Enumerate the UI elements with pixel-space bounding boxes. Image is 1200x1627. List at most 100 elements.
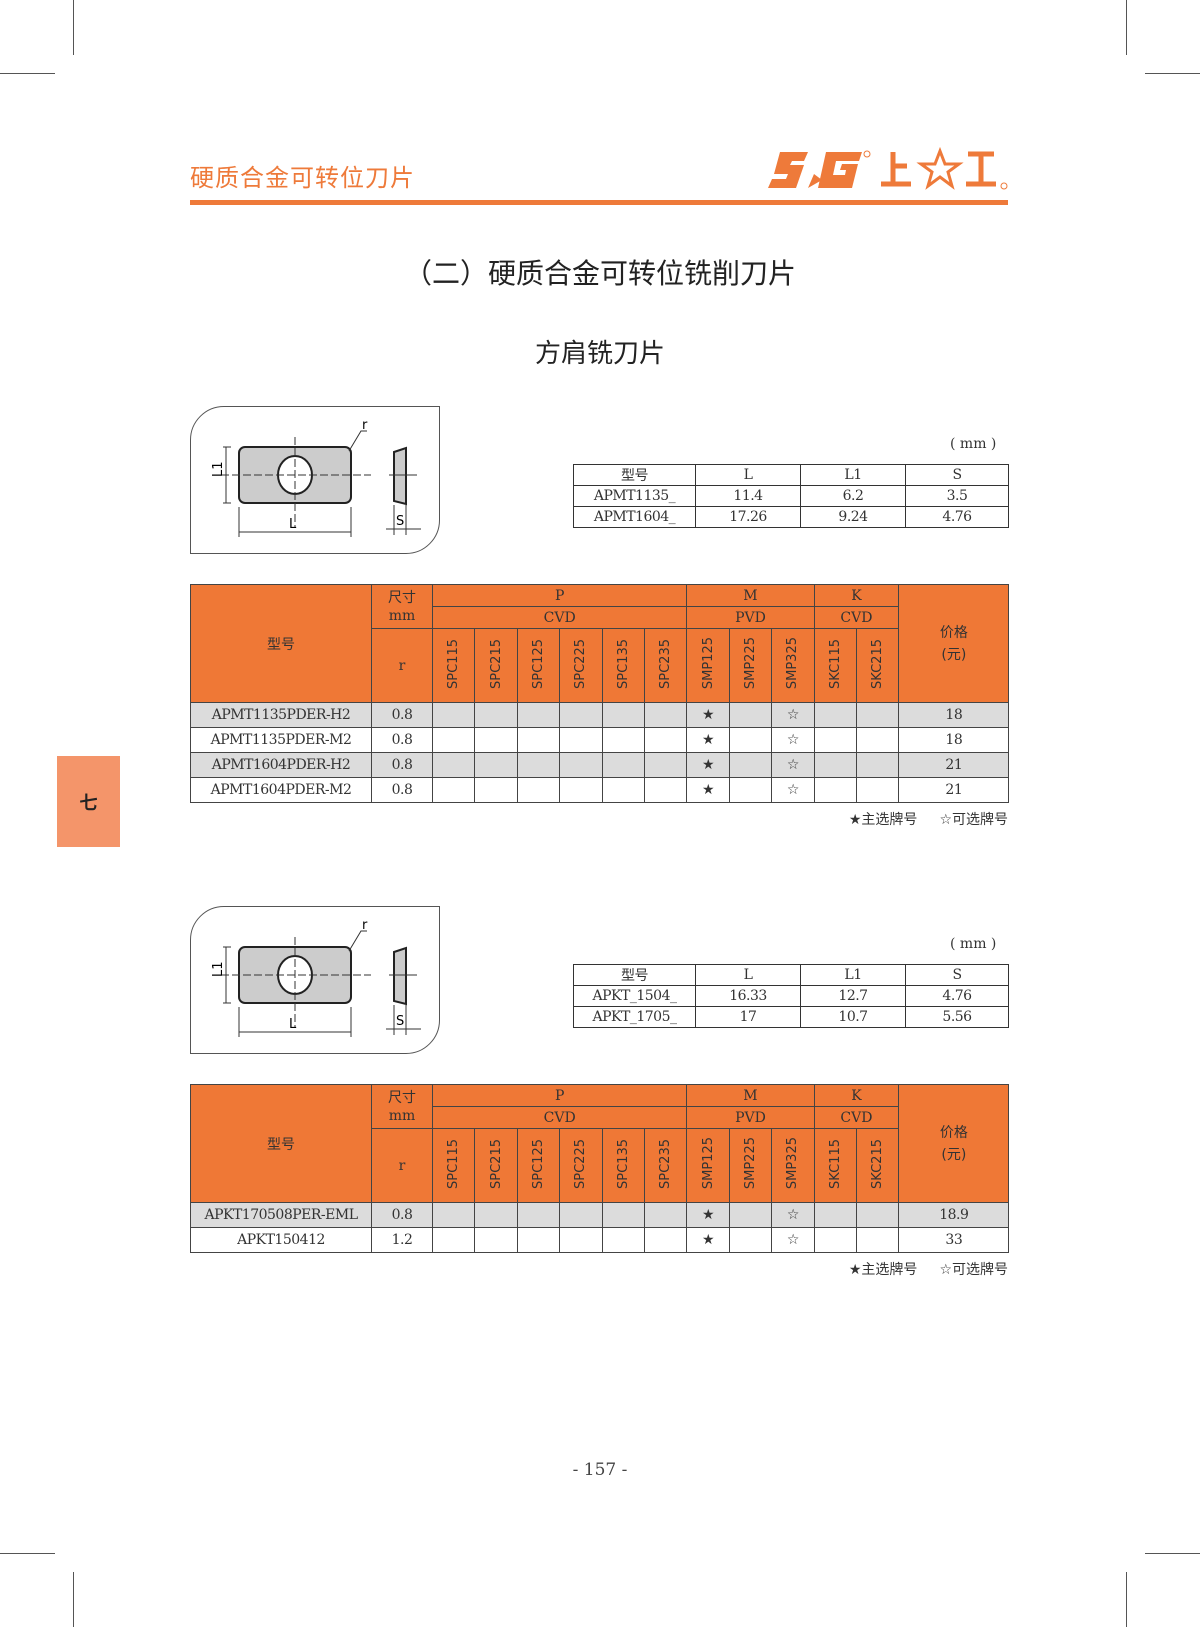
legend: ★主选牌号☆可选牌号 [827, 1259, 1008, 1279]
label-s: S [396, 514, 404, 529]
grade-label: SKC115 [827, 638, 843, 689]
crop-mark [1126, 0, 1127, 55]
grade-cell [855, 702, 900, 728]
header-grade: SPC125 [516, 628, 561, 703]
main-grade-star-icon: ★ [686, 1202, 730, 1228]
header-size-unit: mm [388, 1107, 416, 1124]
brand-logo [768, 146, 1008, 190]
grade-cell [855, 1227, 900, 1253]
header-cell: 型号 [573, 464, 696, 486]
grade-cell [813, 1202, 857, 1228]
grade-label: SPC115 [446, 638, 462, 689]
grade-cell [516, 1227, 561, 1253]
grade-cell [559, 752, 603, 778]
header-grade: SMP125 [686, 628, 730, 703]
grade-label: SKC115 [827, 1138, 843, 1189]
header-grade: SPC235 [643, 1128, 688, 1203]
header-grade: SKC115 [813, 628, 857, 703]
header-cell: S [905, 964, 1009, 986]
grade-cell [559, 777, 603, 803]
radius-cell: 1.2 [371, 1227, 433, 1253]
grade-cell [728, 1227, 773, 1253]
grade-cell [855, 752, 900, 778]
insert-diagram: r L1 L S [190, 406, 440, 554]
label-r: r [362, 918, 368, 933]
grade-cell [601, 702, 645, 728]
header-coating: CVD [813, 1106, 900, 1129]
main-grade-star-icon: ★ [686, 702, 730, 728]
header-group-k: K [813, 1084, 900, 1107]
header-grade: SPC225 [559, 1128, 603, 1203]
cell: APMT1135_ [573, 485, 696, 507]
grade-cell [855, 727, 900, 753]
grade-cell [813, 777, 857, 803]
cell: 9.24 [800, 506, 906, 528]
grade-cell [474, 702, 518, 728]
radius-cell: 0.8 [371, 1202, 433, 1228]
header-title: 硬质合金可转位刀片 [190, 164, 415, 192]
label-l: L [289, 517, 297, 532]
grade-label: SPC215 [488, 1138, 504, 1189]
header-grade: SKC215 [855, 1128, 900, 1203]
cell: 4.76 [905, 506, 1009, 528]
grade-cell [601, 1227, 645, 1253]
header-grade: SPC135 [601, 1128, 645, 1203]
optional-grade-star-icon: ☆ [771, 777, 815, 803]
grade-cell [559, 1227, 603, 1253]
main-grade-star-icon: ★ [686, 727, 730, 753]
cell: APMT1604_ [573, 506, 696, 528]
header-grade: SPC115 [431, 1128, 476, 1203]
grade-cell [643, 752, 688, 778]
price-cell: 18.9 [898, 1202, 1010, 1228]
grade-cell [813, 1227, 857, 1253]
header-radius: r [371, 628, 433, 703]
grade-label: SMP225 [742, 637, 758, 690]
radius-cell: 0.8 [371, 727, 433, 753]
crop-mark [1145, 73, 1200, 74]
header-size-label: 尺寸 [388, 589, 416, 606]
main-grade-star-icon: ★ [686, 777, 730, 803]
grade-label: SPC125 [530, 1138, 546, 1189]
header-grade: SPC225 [559, 628, 603, 703]
grade-label: SPC125 [530, 638, 546, 689]
model-cell: APMT1135PDER-H2 [190, 702, 372, 728]
grade-cell [643, 702, 688, 728]
cell: 17 [695, 1006, 801, 1028]
model-cell: APKT170508PER-EML [190, 1202, 372, 1228]
grade-cell [643, 727, 688, 753]
grade-cell [643, 1202, 688, 1228]
header-grade: SKC115 [813, 1128, 857, 1203]
grade-cell [601, 752, 645, 778]
grade-cell [728, 1202, 773, 1228]
header-group-m: M [686, 584, 815, 607]
legend: ★主选牌号☆可选牌号 [827, 809, 1008, 829]
header-price-label: 价格 [939, 624, 968, 641]
grade-cell [431, 1202, 476, 1228]
grade-label: SPC235 [658, 1138, 674, 1189]
grade-cell [474, 1227, 518, 1253]
price-cell: 33 [898, 1227, 1010, 1253]
header-rule [190, 200, 1008, 205]
header-grade: SPC115 [431, 628, 476, 703]
grade-label: SMP325 [785, 1137, 801, 1190]
grade-cell [855, 777, 900, 803]
grade-cell [431, 727, 476, 753]
grade-cell [601, 1202, 645, 1228]
header-model: 型号 [190, 1084, 372, 1203]
header-model: 型号 [190, 584, 372, 703]
header-grade: SMP225 [728, 628, 773, 703]
header-price-unit: (元) [941, 646, 967, 663]
cell: 10.7 [800, 1006, 906, 1028]
label-l1: L1 [211, 961, 226, 977]
